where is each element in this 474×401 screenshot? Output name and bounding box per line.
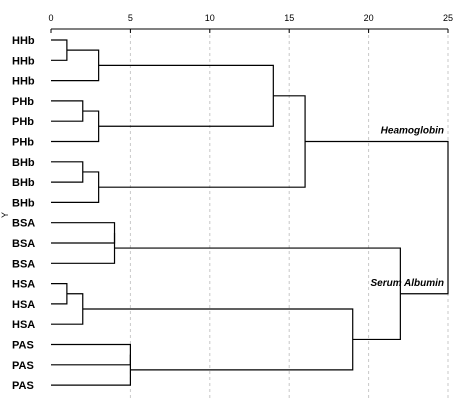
dendrogram-link [51,232,116,264]
grid-lines [129,29,449,398]
dendrogram-link [51,343,131,366]
cluster-annotation: Serum Albumin [370,278,444,289]
dendrogram-link [51,161,84,183]
x-tick-label: 15 [284,13,294,23]
top-axis: 0 5 10 15 20 25 [48,13,453,33]
x-tick-label: 0 [48,13,53,23]
leaf-label: BSA [12,238,35,250]
leaf-label: PAS [12,340,34,352]
dendrogram-tree [51,39,449,386]
x-tick-label: 5 [128,13,133,23]
dendrogram-link [114,247,401,341]
leaf-label: HSA [12,279,35,291]
dendrogram-link [98,95,306,188]
leaf-label: BHb [12,157,35,169]
leaf-label: HHb [12,76,35,88]
x-tick-label: 25 [443,13,453,23]
dendrogram-link [51,100,84,122]
leaf-label: PAS [12,360,34,372]
y-axis-label: Y [0,212,10,218]
leaf-label: HSA [12,319,35,331]
x-tick-label: 10 [205,13,215,23]
dendrogram-link [82,308,354,371]
x-tick-label: 20 [364,13,374,23]
leaf-label: PHb [12,137,34,149]
leaf-labels: HHbHHbHHbPHbPHbPHbBHbBHbBHbBSABSABSAHSAH… [12,35,35,392]
dendrogram-link [51,354,131,386]
dendrogram-link [51,171,100,203]
dendrogram-link [51,222,116,244]
leaf-label: PAS [12,380,34,392]
leaf-label: HSA [12,299,35,311]
leaf-label: PHb [12,116,34,128]
dendrogram-link [51,49,100,82]
leaf-label: HHb [12,35,35,47]
leaf-label: BSA [12,258,35,270]
leaf-label: BSA [12,218,35,230]
leaf-label: HHb [12,55,35,67]
leaf-label: BHb [12,177,35,189]
leaf-label: PHb [12,96,34,108]
dendrogram-link [98,64,274,127]
dendrogram-link [51,110,100,143]
leaf-label: BHb [12,197,35,209]
cluster-annotation: Heamoglobin [381,126,444,137]
dendrogram-link [51,283,68,305]
dendrogram-link [305,140,449,295]
dendrogram-link [51,39,68,61]
